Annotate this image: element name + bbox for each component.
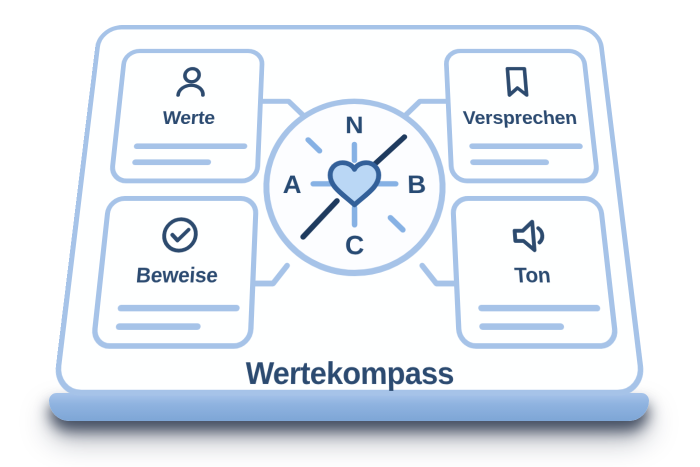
text-line <box>117 304 240 312</box>
card-beweise: Beweise <box>90 195 259 349</box>
compass-face: N A B C <box>282 113 427 261</box>
compass-letter-c: C <box>345 232 364 261</box>
heart-icon <box>330 163 379 205</box>
bookmark-icon <box>494 63 541 104</box>
text-line <box>478 304 601 312</box>
values-compass-board: Werte Versprechen Beweise <box>52 25 647 396</box>
check-circle-icon <box>155 212 205 259</box>
compass-circle: N A B C <box>259 98 450 277</box>
compass-letter-a: A <box>282 172 302 199</box>
card-ton: Ton <box>450 195 620 349</box>
compass-letter-n: N <box>345 113 363 139</box>
text-line <box>469 143 584 150</box>
card-label-beweise: Beweise <box>135 264 219 288</box>
text-line <box>470 159 550 166</box>
board-title: Wertekompass <box>244 355 455 391</box>
panel-3d-edge <box>49 393 649 421</box>
card-label-ton: Ton <box>513 264 552 288</box>
card-label-werte: Werte <box>161 108 216 129</box>
text-line <box>133 143 248 150</box>
card-versprechen: Versprechen <box>443 48 601 184</box>
person-icon <box>168 63 215 104</box>
compass-letter-b: B <box>407 172 427 199</box>
card-label-versprechen: Versprechen <box>462 108 578 129</box>
text-line <box>131 159 212 166</box>
speaker-icon <box>504 212 555 259</box>
text-line <box>115 323 201 330</box>
text-line <box>479 323 565 330</box>
card-werte: Werte <box>108 48 265 184</box>
